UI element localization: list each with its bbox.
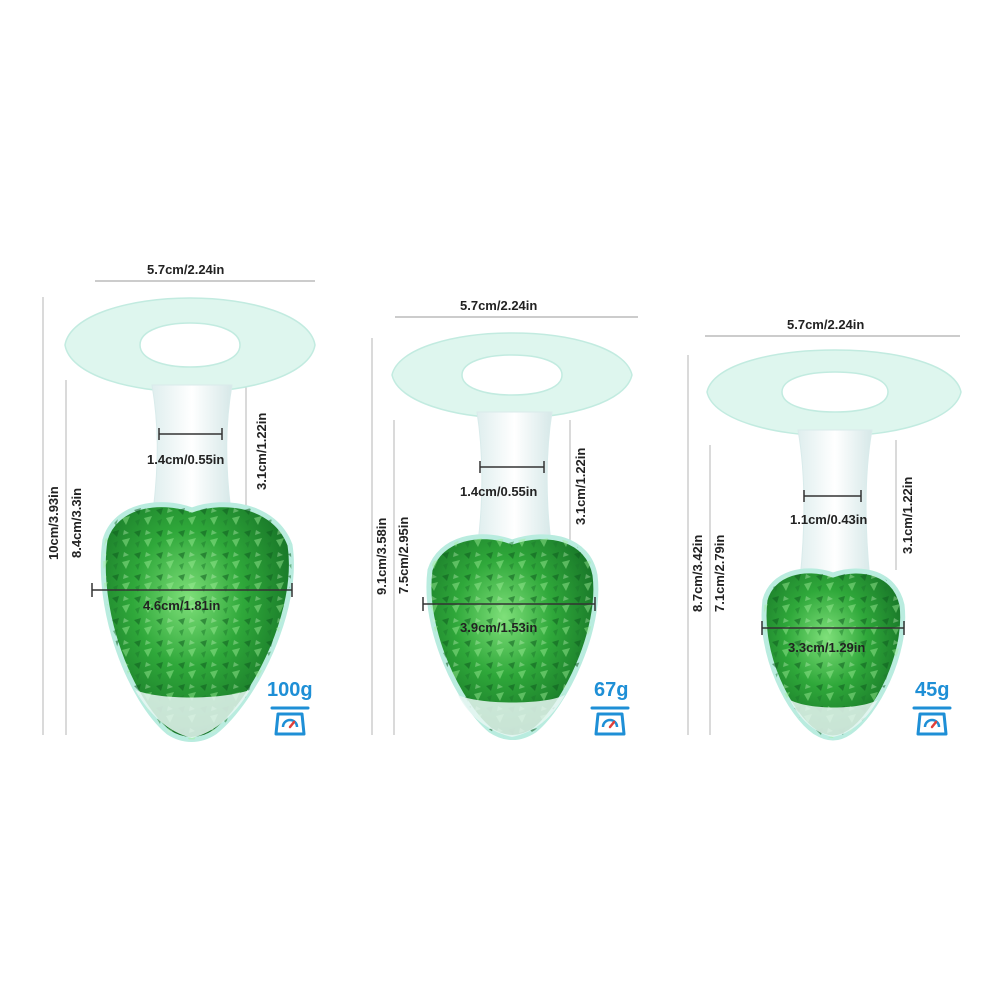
total-length-label: 8.7cm/3.42in bbox=[690, 534, 705, 612]
neck bbox=[476, 411, 553, 551]
base-width-label: 5.7cm/2.24in bbox=[787, 317, 865, 332]
insertable-length-label: 7.5cm/2.95in bbox=[396, 516, 411, 594]
insertable-length-label: 7.1cm/2.79in bbox=[712, 534, 727, 612]
scale-icon bbox=[912, 706, 952, 736]
product-large bbox=[42, 280, 316, 742]
bulb-width-label: 4.6cm/1.81in bbox=[143, 598, 221, 613]
bulb-width-label: 3.3cm/1.29in bbox=[788, 640, 866, 655]
weight-label: 67g bbox=[594, 679, 629, 701]
base-ring bbox=[64, 297, 316, 393]
base-ring bbox=[706, 349, 962, 437]
base-width-label: 5.7cm/2.24in bbox=[460, 298, 538, 313]
total-length-label: 9.1cm/3.58in bbox=[374, 517, 389, 595]
base-ring bbox=[391, 332, 633, 419]
neck-width-label: 1.4cm/0.55in bbox=[460, 484, 538, 499]
weight-label: 45g bbox=[915, 679, 950, 701]
neck-length-label: 3.1cm/1.22in bbox=[900, 476, 915, 554]
weight-label: 100g bbox=[267, 679, 313, 701]
scale-icon bbox=[270, 706, 310, 736]
scale-icon bbox=[590, 706, 630, 736]
product-small bbox=[687, 335, 962, 741]
neck-width-label: 1.4cm/0.55in bbox=[147, 452, 225, 467]
insertable-length-label: 8.4cm/3.3in bbox=[69, 487, 84, 558]
neck-length-label: 3.1cm/1.22in bbox=[254, 412, 269, 490]
neck-width-label: 1.1cm/0.43in bbox=[790, 512, 868, 527]
neck bbox=[797, 429, 873, 581]
base-width-label: 5.7cm/2.24in bbox=[147, 262, 225, 277]
neck-length-label: 3.1cm/1.22in bbox=[573, 447, 588, 525]
product-medium bbox=[371, 316, 638, 740]
bulb-width-label: 3.9cm/1.53in bbox=[460, 620, 538, 635]
total-length-label: 10cm/3.93in bbox=[46, 486, 61, 560]
